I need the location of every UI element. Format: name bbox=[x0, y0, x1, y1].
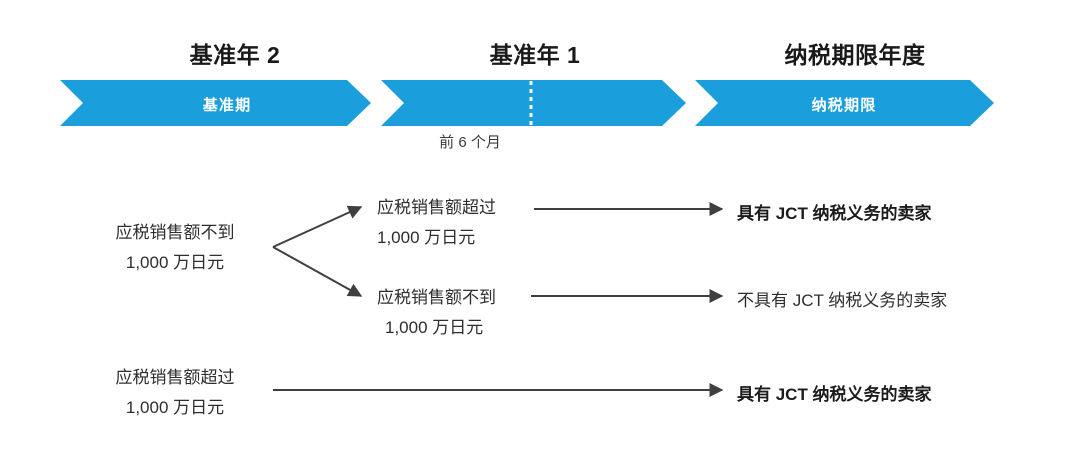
branch-line-down bbox=[272, 246, 363, 297]
branch-line-up bbox=[272, 205, 363, 248]
banner-label-tax-period: 纳税期限 bbox=[811, 97, 877, 114]
node-line: 1,000 万日元 bbox=[125, 398, 225, 417]
banner-shape-base-year-1 bbox=[381, 80, 686, 126]
column-heading-base-year-1: 基准年 1 bbox=[489, 42, 581, 68]
timeline-banner-group bbox=[60, 80, 994, 126]
outcome-jct-not-liable: 不具有 JCT 纳税义务的卖家 bbox=[737, 291, 948, 310]
node-line: 应税销售额超过 bbox=[115, 368, 235, 387]
node-base-year-2-under-threshold: 应税销售额不到 1,000 万日元 bbox=[80, 218, 270, 278]
node-line: 应税销售额超过 bbox=[377, 198, 496, 217]
node-line: 1,000 万日元 bbox=[377, 228, 476, 247]
node-line: 1,000 万日元 bbox=[125, 253, 225, 272]
node-base-year-2-over-threshold: 应税销售额超过 1,000 万日元 bbox=[80, 363, 270, 423]
outcome-jct-liable-bottom: 具有 JCT 纳税义务的卖家 bbox=[737, 385, 932, 404]
banner-shape-tax-period bbox=[695, 80, 994, 126]
banner-label-base-period: 基准期 bbox=[202, 97, 252, 114]
node-line: 1,000 万日元 bbox=[385, 318, 484, 337]
caption-first-six-months: 前 6 个月 bbox=[439, 134, 501, 151]
column-heading-tax-period-year: 纳税期限年度 bbox=[784, 42, 926, 68]
node-line: 应税销售额不到 bbox=[115, 223, 235, 242]
node-line: 应税销售额不到 bbox=[377, 288, 496, 307]
outcome-jct-liable-top: 具有 JCT 纳税义务的卖家 bbox=[737, 204, 932, 223]
node-base-year-1-under-threshold: 应税销售额不到 1,000 万日元 bbox=[377, 283, 577, 343]
node-base-year-1-over-threshold: 应税销售额超过 1,000 万日元 bbox=[377, 193, 577, 253]
banner-shape-base-period bbox=[60, 80, 371, 126]
column-heading-base-year-2: 基准年 2 bbox=[189, 42, 281, 68]
